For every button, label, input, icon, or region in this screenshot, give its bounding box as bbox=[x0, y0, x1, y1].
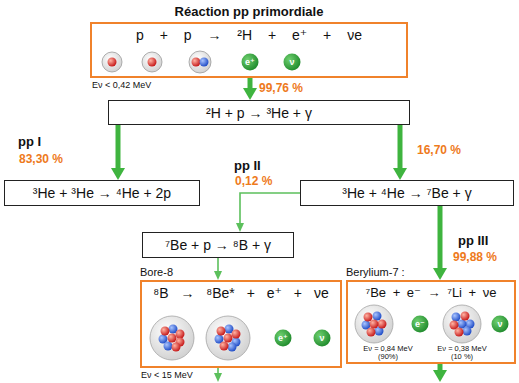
particle-symbol: e⁻ bbox=[410, 318, 430, 330]
proton-particle bbox=[142, 52, 162, 72]
lithium-nucleus bbox=[461, 312, 470, 321]
reaction-box: Berylium-7 :⁷Be + e⁻ → ⁷Li + νeEν = 0,84… bbox=[346, 280, 516, 364]
boron-illustration bbox=[150, 316, 331, 360]
proton-particle bbox=[102, 52, 122, 72]
energy-note: Eν = 0,38 MeV (10 %) bbox=[431, 345, 493, 361]
reaction-heading: Bore-8 bbox=[140, 266, 173, 278]
reaction-equation: ³He + ⁴He → ⁷Be + γ bbox=[342, 185, 471, 201]
proton-particle bbox=[148, 58, 157, 67]
reaction-equation: ⁸B → ⁸Be* + e⁺ + νe bbox=[142, 285, 340, 301]
beryllium-nucleus bbox=[220, 342, 229, 351]
beryllium-nucleus bbox=[206, 316, 250, 360]
beryllium-nucleus bbox=[364, 313, 373, 322]
primordial-illustration bbox=[102, 51, 301, 73]
outgoing-arrows bbox=[218, 364, 440, 373]
beryllium-nucleus bbox=[224, 334, 233, 343]
beryllium-nucleus bbox=[355, 305, 393, 343]
reaction-equation: p + p → ²H + e⁺ + νe bbox=[92, 27, 406, 43]
reaction-box: ⁷Be + p → ⁸B + γ bbox=[142, 232, 294, 258]
outgoing-arrow bbox=[217, 368, 219, 373]
deuteron-particle bbox=[189, 51, 211, 73]
reaction-heading: Berylium-7 : bbox=[346, 266, 405, 278]
energy-limit: Eν < 0,42 MeV bbox=[92, 80, 151, 90]
proton-particle bbox=[142, 52, 162, 72]
reaction-equation: ³He + ³He → ⁴He + 2p bbox=[33, 185, 171, 201]
branch-arrow bbox=[217, 258, 219, 271]
branch-arrow bbox=[248, 78, 253, 88]
beryllium-nucleus bbox=[217, 327, 226, 336]
branch-arrow bbox=[116, 125, 121, 168]
beryllium-nucleus bbox=[370, 320, 379, 329]
particle-symbol: e⁺ bbox=[240, 56, 260, 68]
boron-nucleus bbox=[150, 316, 194, 360]
branch-name: pp III bbox=[458, 233, 488, 248]
branch-name: pp II bbox=[234, 158, 261, 173]
deuteron-particle bbox=[200, 58, 209, 67]
reaction-box: Bore-8⁸B → ⁸Be* + e⁺ + νe bbox=[140, 280, 342, 368]
reaction-box: ³He + ⁴He → ⁷Be + γ bbox=[300, 180, 514, 206]
particle-symbol: e⁺ bbox=[273, 332, 293, 344]
boron-nucleus bbox=[176, 330, 185, 339]
reaction-box: Réaction pp primordialep + p → ²H + e⁺ +… bbox=[90, 22, 408, 78]
particle-symbol: ν bbox=[490, 318, 510, 330]
boron-nucleus bbox=[164, 342, 173, 351]
branch-arrow bbox=[240, 193, 300, 223]
reaction-equation: ⁷Be + e⁻ → ⁷Li + νe bbox=[348, 285, 514, 300]
outgoing-arrow bbox=[438, 364, 443, 370]
deuteron-particle bbox=[189, 51, 211, 73]
boron-nucleus bbox=[161, 327, 170, 336]
lithium-nucleus bbox=[443, 305, 481, 343]
branch-percent: 83,30 % bbox=[18, 152, 64, 166]
beryllium-nucleus bbox=[367, 328, 376, 337]
branch-name: pp I bbox=[18, 134, 41, 149]
reaction-box: ²H + p → ³He + γ bbox=[108, 100, 410, 125]
energy-note: Eν = 0,84 MeV (90%) bbox=[357, 345, 419, 361]
branch-arrow bbox=[398, 125, 403, 168]
energy-limit: Eν < 15 MeV bbox=[141, 370, 193, 380]
deuteron-particle bbox=[192, 58, 201, 67]
beryllium-nucleus bbox=[232, 330, 241, 339]
particle-symbol: ν bbox=[282, 56, 302, 68]
boron-nucleus bbox=[168, 334, 177, 343]
beryllium-nucleus bbox=[373, 312, 382, 321]
proton-particle bbox=[108, 58, 117, 67]
lithium-nucleus bbox=[443, 305, 481, 343]
branch-percent: 99,88 % bbox=[452, 250, 498, 264]
beryllium-illustration bbox=[355, 305, 509, 343]
lithium-nucleus bbox=[463, 327, 472, 336]
proton-particle bbox=[102, 52, 122, 72]
boron-nucleus bbox=[172, 343, 181, 352]
boron-nucleus bbox=[150, 316, 194, 360]
branch-percent: 99,76 % bbox=[258, 81, 304, 95]
lithium-nucleus bbox=[452, 313, 461, 322]
reaction-equation: ²H + p → ³He + γ bbox=[206, 105, 312, 121]
branch-percent: 16,70 % bbox=[416, 143, 462, 157]
beryllium-nucleus bbox=[206, 316, 250, 360]
beryllium-nucleus bbox=[378, 320, 387, 329]
reaction-equation: ⁷Be + p → ⁸B + γ bbox=[165, 237, 271, 253]
reaction-heading: Réaction pp primordiale bbox=[92, 4, 406, 19]
beryllium-nucleus bbox=[228, 343, 237, 352]
branch-arrow bbox=[438, 206, 443, 268]
reaction-box: ³He + ³He → ⁴He + 2p bbox=[4, 180, 200, 206]
particle-symbol: ν bbox=[312, 332, 332, 344]
lithium-nucleus bbox=[455, 328, 464, 337]
branch-percent: 0,12 % bbox=[234, 174, 273, 188]
beryllium-nucleus bbox=[355, 305, 393, 343]
